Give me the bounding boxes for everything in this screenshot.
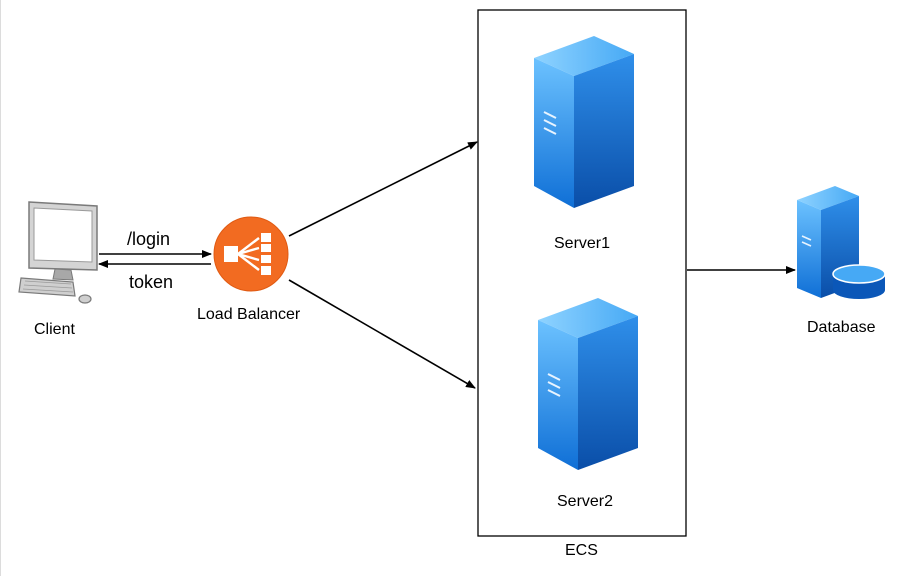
desktop-computer-icon xyxy=(18,201,98,304)
server-icon xyxy=(534,36,634,208)
database-server-icon xyxy=(797,186,886,299)
server2-label: Server2 xyxy=(557,493,614,510)
load-balancer-label: Load Balancer xyxy=(197,306,301,323)
load-balancer-icon xyxy=(213,216,289,292)
login-edge-label: /login xyxy=(127,229,171,249)
server-icon xyxy=(538,298,638,470)
server1-label: Server1 xyxy=(554,235,611,252)
ecs-container xyxy=(477,9,687,537)
database-label: Database xyxy=(807,319,876,336)
client-label: Client xyxy=(34,321,75,338)
edge-lb-to-server1 xyxy=(288,141,478,237)
token-edge-label: token xyxy=(129,272,174,292)
ecs-group-label: ECS xyxy=(565,542,598,559)
edge-lb-to-server2 xyxy=(288,279,476,389)
